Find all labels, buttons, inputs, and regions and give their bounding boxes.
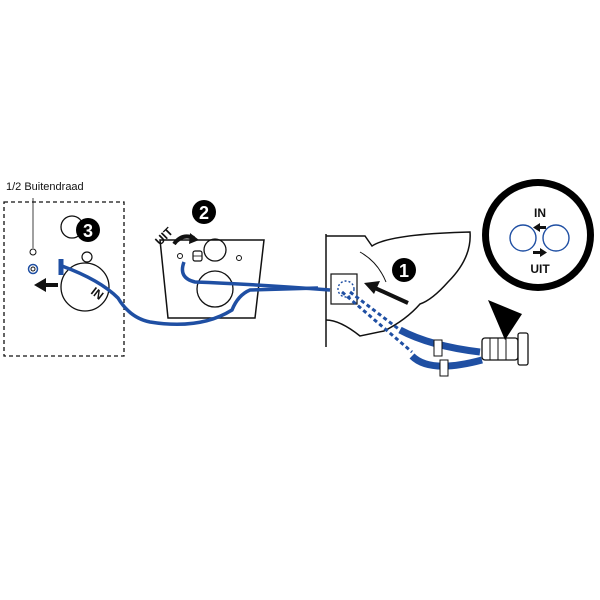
outer-thread-label: 1/2 Buitendraad	[6, 181, 84, 193]
arrow-to-inlet-head-icon	[364, 281, 380, 294]
hose-dashed-1	[341, 290, 413, 354]
step-2-badge	[192, 200, 216, 224]
hose-clamp-1	[433, 339, 443, 357]
hose-clamp-2	[439, 359, 449, 377]
detail-face	[489, 186, 587, 284]
hose-exit-lower	[409, 353, 483, 370]
toilet-connection-plate	[330, 273, 358, 305]
coupling-nut	[517, 332, 529, 366]
wall-box-outline	[3, 201, 125, 357]
threaded-coupling	[481, 337, 519, 361]
cistern-opening-upper	[203, 238, 227, 262]
cistern-fixing-hole-left	[177, 253, 183, 259]
arrow-left-icon	[34, 278, 58, 292]
valve-out-label: UIT	[152, 224, 176, 248]
step-1-number: 1	[399, 261, 409, 281]
wall-opening-small	[81, 251, 93, 263]
cistern-opening-lower	[196, 270, 234, 308]
hoses: IN	[58, 259, 529, 377]
detail-arrow-left-icon	[533, 223, 546, 232]
detail-port-out	[542, 224, 570, 252]
wall-connection-box: 1/2 Buitendraad 3	[3, 181, 125, 357]
step-3-number: 3	[83, 221, 93, 241]
outer-thread-fitting	[27, 263, 39, 275]
connector-detail-callout: IN UIT	[482, 179, 594, 340]
step-1-badge	[392, 258, 416, 282]
toilet-bowl-inner	[359, 251, 387, 283]
arrow-to-inlet-icon	[374, 286, 409, 305]
step-2-number: 2	[199, 203, 209, 223]
hose-in	[61, 264, 319, 327]
toilet-inlet-hole	[337, 280, 355, 298]
detail-in-label: IN	[534, 206, 546, 220]
detail-port-in	[509, 224, 537, 252]
curved-arrow-head-icon	[189, 233, 199, 244]
outer-thread-marker	[29, 248, 37, 256]
outer-thread-fitting-inner	[30, 266, 36, 272]
toilet: 1	[325, 231, 471, 347]
detail-out-label: UIT	[530, 262, 550, 276]
cistern-frame: 2 UIT	[152, 200, 265, 319]
cistern-fixing-hole-right	[236, 255, 242, 261]
wall-opening-large	[60, 262, 110, 312]
step-3-badge	[76, 218, 100, 242]
cistern-outline	[159, 239, 265, 319]
hose-dashed-2	[349, 290, 401, 332]
toilet-bowl	[325, 231, 471, 337]
detail-arrow-right-icon	[533, 248, 547, 257]
hose-out	[180, 261, 331, 292]
callout-pointer	[488, 300, 522, 340]
